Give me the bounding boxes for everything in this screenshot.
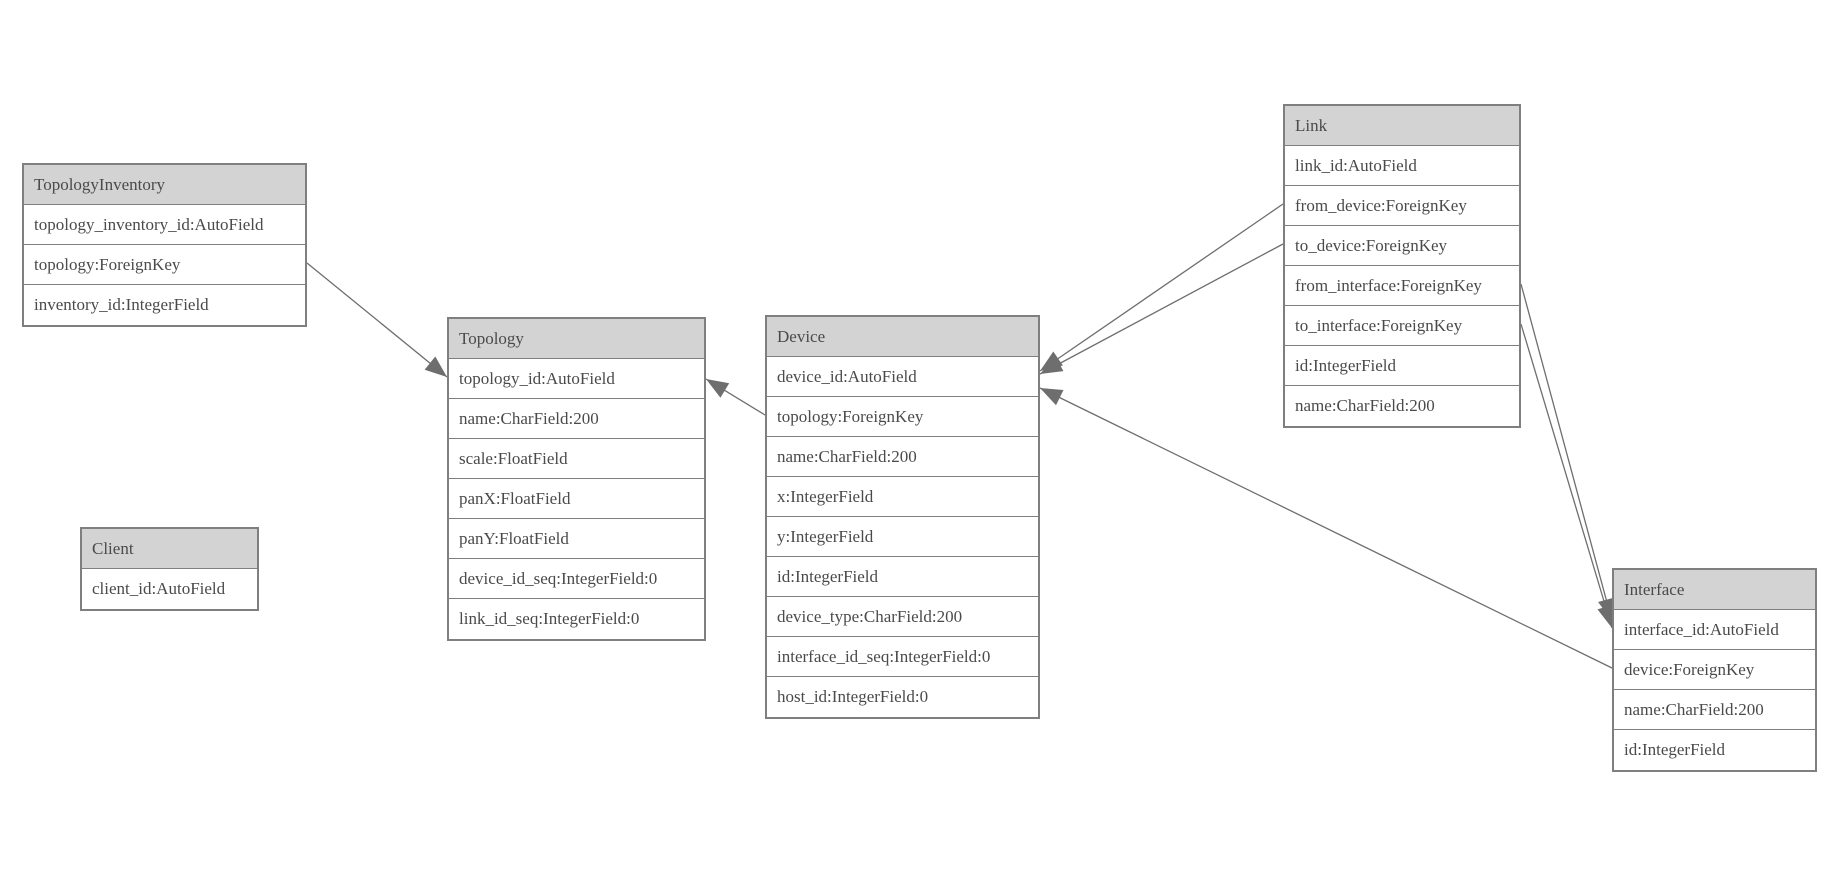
relation-arrowhead-icon bbox=[1040, 388, 1064, 406]
entity-field: id:IntegerField bbox=[1285, 346, 1519, 386]
entity-field: to_interface:ForeignKey bbox=[1285, 306, 1519, 346]
relation-line bbox=[1520, 323, 1613, 629]
entity-field: interface_id_seq:IntegerField:0 bbox=[767, 637, 1038, 677]
entity-title: Link bbox=[1285, 106, 1519, 146]
entity-field: device:ForeignKey bbox=[1614, 650, 1815, 690]
entity-field: panY:FloatField bbox=[449, 519, 704, 559]
entity-field: device_id_seq:IntegerField:0 bbox=[449, 559, 704, 599]
entity-title: TopologyInventory bbox=[24, 165, 305, 205]
relation-line bbox=[306, 262, 448, 378]
entity-title: Interface bbox=[1614, 570, 1815, 610]
entity-field: from_device:ForeignKey bbox=[1285, 186, 1519, 226]
entity-title: Topology bbox=[449, 319, 704, 359]
entity-field: client_id:AutoField bbox=[82, 569, 257, 609]
entity-field: host_id:IntegerField:0 bbox=[767, 677, 1038, 717]
entity-field: topology_inventory_id:AutoField bbox=[24, 205, 305, 245]
relation-line bbox=[1520, 283, 1613, 622]
entity-field: device_type:CharField:200 bbox=[767, 597, 1038, 637]
entity-field: from_interface:ForeignKey bbox=[1285, 266, 1519, 306]
relation-arrowhead-icon bbox=[1040, 356, 1064, 374]
entity-field: name:CharField:200 bbox=[449, 399, 704, 439]
entity-field: y:IntegerField bbox=[767, 517, 1038, 557]
relation-line bbox=[1039, 203, 1284, 372]
entity-field: id:IntegerField bbox=[1614, 730, 1815, 770]
relation-line bbox=[1039, 243, 1284, 375]
entity-field: link_id:AutoField bbox=[1285, 146, 1519, 186]
entity-field: scale:FloatField bbox=[449, 439, 704, 479]
entity-title: Client bbox=[82, 529, 257, 569]
relation-line bbox=[1039, 387, 1613, 669]
entity-field: link_id_seq:IntegerField:0 bbox=[449, 599, 704, 639]
entity-title: Device bbox=[767, 317, 1038, 357]
relation-arrowhead-icon bbox=[424, 356, 447, 377]
entity-field: to_device:ForeignKey bbox=[1285, 226, 1519, 266]
entity-field: interface_id:AutoField bbox=[1614, 610, 1815, 650]
entity-field: name:CharField:200 bbox=[767, 437, 1038, 477]
entity-field: name:CharField:200 bbox=[1614, 690, 1815, 730]
entity-field: x:IntegerField bbox=[767, 477, 1038, 517]
entity-field: name:CharField:200 bbox=[1285, 386, 1519, 426]
entity-field: panX:FloatField bbox=[449, 479, 704, 519]
entity-field: id:IntegerField bbox=[767, 557, 1038, 597]
entity-field: topology_id:AutoField bbox=[449, 359, 704, 399]
entity-field: device_id:AutoField bbox=[767, 357, 1038, 397]
entity-field: inventory_id:IntegerField bbox=[24, 285, 305, 325]
relation-arrowhead-icon bbox=[706, 379, 730, 398]
entity-field: topology:ForeignKey bbox=[24, 245, 305, 285]
relation-arrowhead-icon bbox=[1597, 604, 1614, 628]
entity-field: topology:ForeignKey bbox=[767, 397, 1038, 437]
